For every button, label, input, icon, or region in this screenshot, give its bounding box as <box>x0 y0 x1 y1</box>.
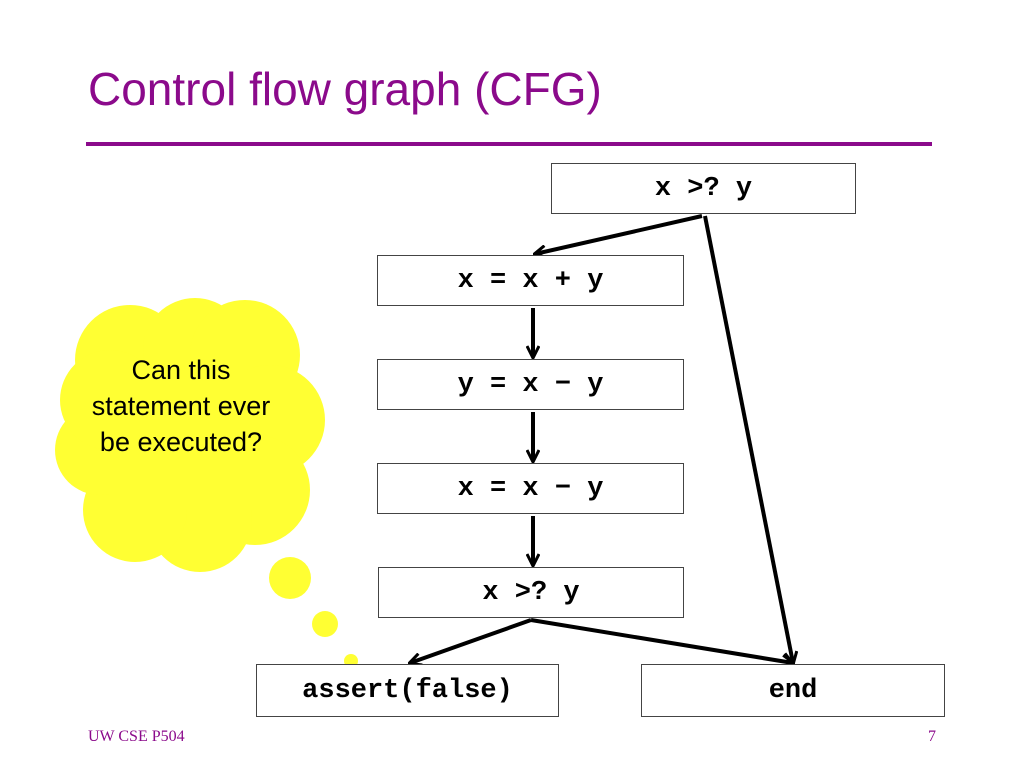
callout-text: Can this statement ever be executed? <box>91 355 271 457</box>
node-sub-x-statement: x = x − y <box>377 463 684 514</box>
node-assert: assert(false) <box>256 664 559 717</box>
footer-course: UW CSE P504 <box>88 728 185 745</box>
title-divider <box>86 142 932 146</box>
page-number: 7 <box>928 728 936 745</box>
thought-cloud <box>55 298 325 572</box>
node-sub-y-statement: y = x − y <box>377 359 684 410</box>
slide-title: Control flow graph (CFG) <box>88 63 602 115</box>
node-second-condition: x >? y <box>378 567 684 618</box>
node-end: end <box>641 664 945 717</box>
edge-top-to-add <box>535 214 703 254</box>
edge-cmp-to-assert <box>410 618 532 663</box>
node-add-statement: x = x + y <box>377 255 684 306</box>
node-top-condition: x >? y <box>551 163 856 214</box>
edge-top-to-end <box>703 215 793 663</box>
edge-cmp-to-end <box>530 618 793 663</box>
thought-dot-medium <box>312 611 338 637</box>
thought-dot-large <box>269 557 311 599</box>
